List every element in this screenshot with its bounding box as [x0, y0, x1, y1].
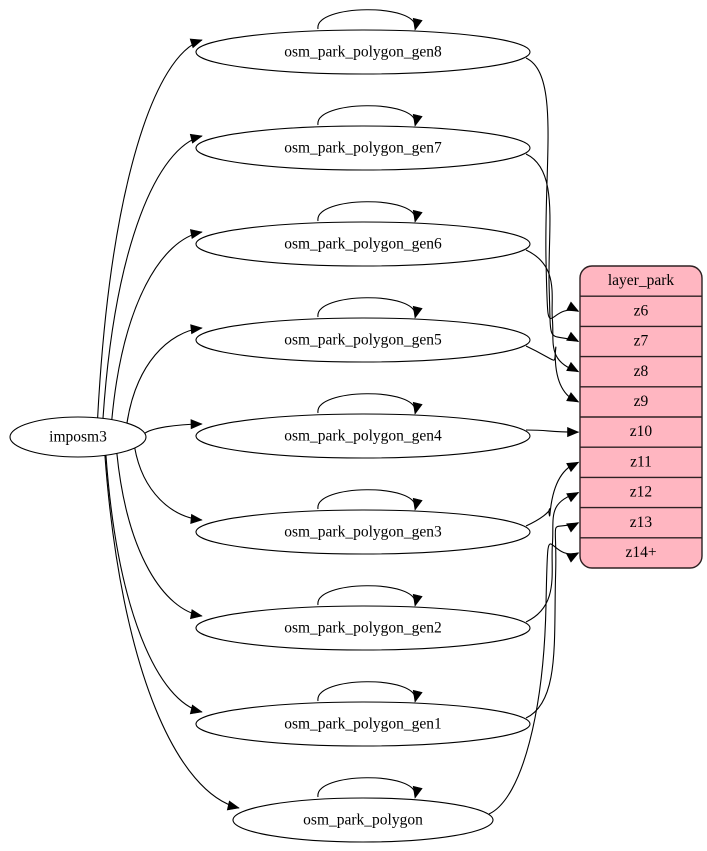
arrowhead-selfloop-base — [412, 785, 423, 799]
arrowhead-gen8-to-z6 — [566, 301, 580, 312]
arrowhead-imposm3-to-gen3 — [190, 513, 203, 524]
edge-selfloop-gen5 — [317, 297, 416, 318]
node-gen4[interactable]: osm_park_polygon_gen4 — [195, 413, 531, 459]
node-imposm3-label: imposm3 — [49, 429, 107, 446]
node-imposm3[interactable]: imposm3 — [9, 416, 147, 458]
edge-gen3-to-z11 — [525, 461, 579, 527]
arrowhead-imposm3-to-gen4 — [190, 419, 203, 430]
edge-selfloop-gen2 — [317, 585, 416, 606]
record-row-z7: z7 — [634, 333, 649, 350]
node-gen8-shape — [195, 29, 531, 75]
node-gen6[interactable]: osm_park_polygon_gen6 — [195, 221, 531, 267]
node-gen1[interactable]: osm_park_polygon_gen1 — [195, 701, 531, 747]
node-base-label: osm_park_polygon — [303, 812, 423, 829]
edge-layer — [97, 9, 580, 815]
arrowhead-imposm3-to-gen5 — [190, 324, 203, 335]
arrowhead-imposm3-to-gen1 — [189, 704, 203, 715]
edge-gen8-to-z6 — [525, 57, 579, 319]
edge-imposm3-to-gen3 — [134, 447, 203, 521]
edge-selfloop-gen1 — [317, 681, 416, 702]
record-row-z12: z12 — [630, 484, 652, 501]
node-gen5-shape — [195, 317, 531, 363]
node-imposm3-shape — [9, 416, 147, 458]
record-row-z11: z11 — [630, 453, 652, 470]
node-gen8-label: osm_park_polygon_gen8 — [284, 44, 442, 61]
edge-imposm3-to-gen6 — [111, 231, 203, 421]
arrowhead-selfloop-gen6 — [412, 209, 423, 223]
node-gen5-label: osm_park_polygon_gen5 — [284, 332, 442, 349]
edge-imposm3-to-gen7 — [102, 135, 203, 419]
edge-gen1-to-z13 — [525, 522, 579, 719]
edge-gen6-to-z8 — [525, 249, 579, 373]
record-row-z10: z10 — [630, 423, 653, 440]
edge-imposm3-to-gen5 — [126, 327, 203, 424]
node-gen7-shape — [195, 125, 531, 171]
record-row-z6: z6 — [634, 302, 649, 319]
node-gen3-label: osm_park_polygon_gen3 — [284, 524, 442, 541]
record-layer: layer_park z6 z7 z8 z9 z10 z11 z12 z13 z14+ — [579, 265, 703, 569]
node-gen4-shape — [195, 413, 531, 459]
node-gen6-shape — [195, 221, 531, 267]
arrowhead-selfloop-gen1 — [412, 689, 423, 703]
arrowhead-imposm3-to-gen7 — [189, 133, 203, 144]
node-gen7-label: osm_park_polygon_gen7 — [284, 140, 442, 157]
arrowhead-selfloop-gen4 — [412, 401, 423, 415]
arrowhead-selfloop-gen8 — [412, 17, 423, 31]
arrowhead-gen7-to-z7 — [566, 331, 580, 342]
node-gen2-shape — [195, 605, 531, 651]
arrowhead-imposm3-to-gen6 — [189, 229, 203, 240]
arrowhead-imposm3-to-gen2 — [190, 609, 203, 620]
edge-gen5-to-z9 — [525, 345, 579, 403]
arrowhead-gen5-to-z9 — [566, 392, 580, 403]
node-gen3[interactable]: osm_park_polygon_gen3 — [195, 509, 531, 555]
node-gen2-label: osm_park_polygon_gen2 — [284, 620, 442, 637]
arrowhead-gen6-to-z8 — [566, 361, 580, 373]
node-gen1-shape — [195, 701, 531, 747]
edge-gen7-to-z7 — [525, 153, 579, 343]
edge-base-to-z14+ — [488, 543, 579, 815]
arrowhead-gen2-to-z12 — [566, 492, 580, 503]
arrowhead-gen4-to-z10 — [567, 427, 580, 438]
node-gen5[interactable]: osm_park_polygon_gen5 — [195, 317, 531, 363]
arrowhead-selfloop-gen3 — [412, 497, 423, 511]
node-gen6-label: osm_park_polygon_gen6 — [284, 236, 442, 253]
arrowhead-base-to-z14+ — [566, 552, 580, 563]
edge-selfloop-gen4 — [317, 393, 416, 414]
node-gen4-label: osm_park_polygon_gen4 — [284, 428, 442, 445]
edge-imposm3-to-gen2 — [116, 452, 203, 617]
edge-selfloop-base — [317, 777, 416, 798]
node-base[interactable]: osm_park_polygon — [232, 797, 494, 843]
edge-selfloop-gen8 — [317, 9, 416, 30]
record-row-z8: z8 — [634, 363, 649, 380]
node-gen8[interactable]: osm_park_polygon_gen8 — [195, 29, 531, 75]
node-layer: imposm3 osm_park_polygon_gen8 osm_park_pol… — [9, 29, 531, 843]
node-base-shape — [232, 797, 494, 843]
edge-selfloop-gen6 — [317, 201, 416, 222]
node-gen3-shape — [195, 509, 531, 555]
node-gen1-label: osm_park_polygon_gen1 — [284, 716, 442, 733]
record-row-z14+: z14+ — [625, 544, 656, 561]
node-gen2[interactable]: osm_park_polygon_gen2 — [195, 605, 531, 651]
arrowhead-gen3-to-z11 — [566, 461, 580, 473]
record-row-z9: z9 — [634, 393, 649, 410]
arrowhead-selfloop-gen5 — [412, 305, 423, 319]
edge-imposm3-to-gen1 — [105, 454, 203, 713]
arrowhead-imposm3-to-gen8 — [189, 38, 203, 49]
edge-imposm3-to-gen8 — [97, 39, 203, 419]
arrowhead-selfloop-gen7 — [412, 113, 423, 127]
arrowhead-selfloop-gen2 — [412, 593, 423, 607]
edge-selfloop-gen7 — [317, 105, 416, 126]
edge-imposm3-to-base — [104, 454, 240, 809]
node-gen7[interactable]: osm_park_polygon_gen7 — [195, 125, 531, 171]
record-header-label: layer_park — [608, 272, 675, 289]
arrowhead-imposm3-to-base — [226, 800, 240, 811]
arrowhead-gen1-to-z13 — [566, 522, 580, 533]
record-row-z13: z13 — [630, 514, 653, 531]
edge-selfloop-gen3 — [317, 489, 416, 510]
